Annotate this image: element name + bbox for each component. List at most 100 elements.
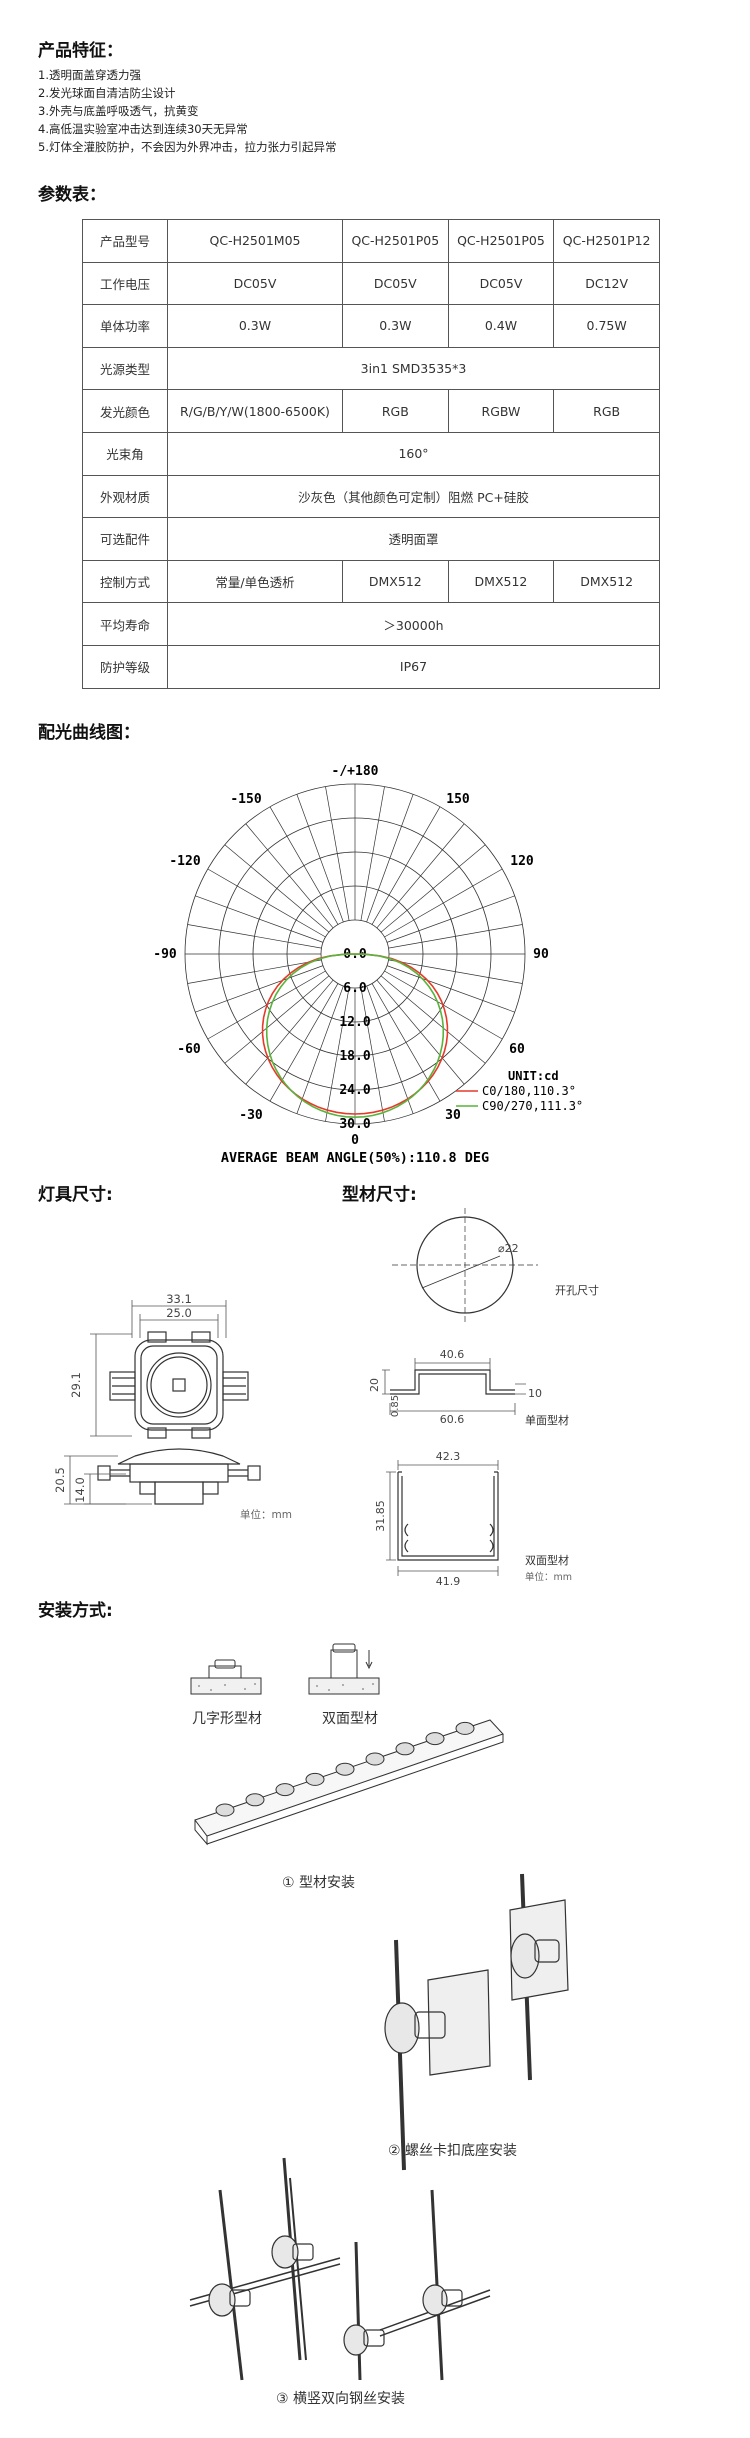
radial-label: 12.0 bbox=[339, 1015, 370, 1030]
angle-label: 150 bbox=[446, 792, 470, 807]
model-cell: QC-H2501P12 bbox=[553, 219, 660, 263]
profile-lamps bbox=[215, 1721, 475, 1817]
control-cell: DMX512 bbox=[341, 559, 449, 604]
install-step-1: ① 型材安装 bbox=[282, 1875, 356, 1891]
feature-item: 1.透明面盖穿透力强 bbox=[38, 68, 141, 82]
c0-curve bbox=[261, 953, 449, 1115]
angle-label: -60 bbox=[177, 1042, 201, 1057]
voltage-cell: DC12V bbox=[553, 261, 660, 306]
accessory-label: 可选配件 bbox=[82, 517, 168, 561]
ip-cell: IP67 bbox=[167, 644, 660, 689]
grid-spoke bbox=[366, 794, 414, 923]
profile1-flange: 10 bbox=[528, 1387, 542, 1400]
install-step-2: ② 螺丝卡扣底座安装 bbox=[388, 2143, 518, 2159]
control-label: 控制方式 bbox=[82, 559, 168, 604]
profile-lamp bbox=[425, 1732, 445, 1746]
grid-spoke bbox=[388, 924, 523, 949]
profile2-label: 双面型材 bbox=[525, 1553, 569, 1567]
grid-spoke bbox=[187, 959, 322, 984]
grid-spoke bbox=[245, 979, 334, 1085]
grid-spoke bbox=[386, 965, 515, 1013]
legend-c90: C90/270,111.3° bbox=[482, 1099, 583, 1113]
unit-label: UNIT:cd bbox=[508, 1069, 559, 1083]
profile-lamp bbox=[335, 1762, 355, 1776]
grid-spoke bbox=[195, 965, 324, 1013]
angle-label: 60 bbox=[509, 1042, 525, 1057]
angle-label: -150 bbox=[230, 792, 261, 807]
unit-label: 单位：mm bbox=[240, 1508, 292, 1521]
install-wire-illustration bbox=[189, 2157, 491, 2381]
profile1-bottom: 60.6 bbox=[440, 1413, 465, 1426]
radial-label: 18.0 bbox=[339, 1049, 370, 1064]
model-cell: QC-H2501P05 bbox=[447, 219, 555, 263]
voltage-cell: DC05V bbox=[167, 261, 343, 306]
color-cell: RGBW bbox=[447, 389, 555, 433]
table-row: 工作电压 DC05V DC05V DC05V DC12V bbox=[82, 261, 660, 306]
power-cell: 0.3W bbox=[167, 304, 343, 348]
profile-dimension-drawing: ⌀22 开孔尺寸 40.6 20 0.85 10 60.6 单面型材 42.3 … bbox=[368, 1208, 599, 1588]
life-label: 平均寿命 bbox=[82, 602, 168, 646]
dim-side-height: 20.5 bbox=[53, 1467, 67, 1493]
voltage-cell: DC05V bbox=[447, 261, 555, 306]
color-cell: RGB bbox=[341, 389, 449, 433]
grid-spoke bbox=[195, 895, 324, 943]
profile2-height: 31.85 bbox=[374, 1500, 387, 1532]
control-cell: DMX512 bbox=[447, 559, 555, 604]
profile-lamp bbox=[305, 1772, 325, 1786]
angle-label: 0 bbox=[351, 1133, 359, 1148]
grid-spoke bbox=[386, 895, 515, 943]
table-row: 发光颜色 R/G/B/Y/W(1800-6500K) RGB RGBW RGB bbox=[82, 389, 660, 433]
angle-label: 120 bbox=[510, 854, 534, 869]
grid-spoke bbox=[360, 987, 385, 1122]
params-title: 参数表： bbox=[38, 185, 106, 205]
profile-dims-title: 型材尺寸: bbox=[342, 1185, 417, 1205]
color-cell: R/G/B/Y/W(1800-6500K) bbox=[167, 389, 343, 433]
profile1-height: 20 bbox=[368, 1378, 381, 1392]
ip-label: 防护等级 bbox=[82, 644, 168, 689]
grid-spoke bbox=[296, 794, 344, 923]
grid-spoke bbox=[224, 975, 330, 1064]
profile1-wall: 0.85 bbox=[390, 1395, 401, 1417]
grid-spoke bbox=[207, 868, 326, 938]
hole-size-label: 开孔尺寸 bbox=[555, 1283, 599, 1297]
features-list: 1.透明面盖穿透力强 2.发光球面自清洁防尘设计 3.外壳与底盖呼吸透气，抗黄变… bbox=[38, 66, 336, 156]
voltage-label: 工作电压 bbox=[82, 261, 168, 306]
features-title: 产品特征： bbox=[38, 41, 123, 61]
grid-spoke bbox=[269, 806, 339, 925]
grid-spoke bbox=[380, 844, 486, 933]
curve-title: 配光曲线图： bbox=[38, 723, 140, 743]
life-cell: ＞30000h bbox=[167, 602, 660, 646]
dim-height: 29.1 bbox=[69, 1372, 83, 1398]
angle-label: 30 bbox=[445, 1108, 461, 1123]
grid-spoke bbox=[380, 975, 486, 1064]
grid-spoke bbox=[269, 983, 339, 1102]
grid-spoke bbox=[325, 786, 350, 921]
profile1-top: 40.6 bbox=[440, 1348, 465, 1361]
table-row: 外观材质 沙灰色（其他颜色可定制）阻燃 PC+硅胶 bbox=[82, 474, 660, 519]
feature-item: 3.外壳与底盖呼吸透气，抗黄变 bbox=[38, 104, 199, 118]
dim-base-height: 14.0 bbox=[73, 1477, 87, 1503]
power-cell: 0.4W bbox=[447, 304, 555, 348]
power-cell: 0.3W bbox=[341, 304, 449, 348]
angle-label: -90 bbox=[153, 947, 177, 962]
angle-label: -30 bbox=[239, 1108, 263, 1123]
install-title: 安装方式: bbox=[38, 1601, 113, 1621]
radial-label: 6.0 bbox=[343, 981, 367, 996]
angle-label: -/+180 bbox=[332, 764, 379, 779]
feature-item: 4.高低温实验室冲击达到连续30天无异常 bbox=[38, 122, 248, 136]
source-cell: 3in1 SMD3535*3 bbox=[167, 346, 660, 391]
voltage-cell: DC05V bbox=[341, 261, 449, 306]
grid-spoke bbox=[388, 959, 523, 984]
hole-diameter: ⌀22 bbox=[498, 1242, 519, 1255]
profile-lamp bbox=[365, 1752, 385, 1766]
legend-c0: C0/180,110.3° bbox=[482, 1084, 576, 1098]
profile1-label: 单面型材 bbox=[525, 1413, 569, 1427]
profile2-unit: 单位：mm bbox=[525, 1571, 572, 1583]
radial-label: 24.0 bbox=[339, 1083, 370, 1098]
grid-spoke bbox=[325, 987, 350, 1122]
dim-width-inner: 25.0 bbox=[166, 1306, 192, 1320]
table-row: 产品型号 QC-H2501M05 QC-H2501P05 QC-H2501P05… bbox=[82, 219, 660, 263]
profile2-top: 42.3 bbox=[436, 1450, 461, 1463]
profile-lamp bbox=[275, 1783, 295, 1797]
model-cell: QC-H2501M05 bbox=[167, 219, 343, 263]
